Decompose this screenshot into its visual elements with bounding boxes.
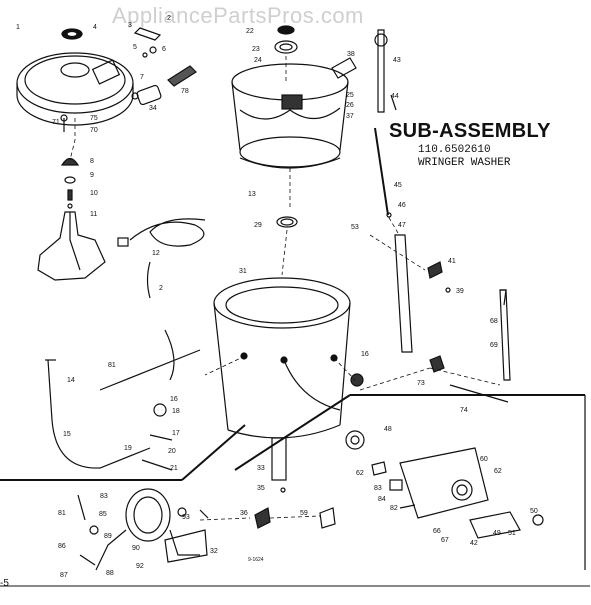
callout-4: 4 [93,24,97,31]
title-sub-assembly: SUB-ASSEMBLY [389,120,551,142]
callout-39: 39 [456,288,464,295]
callout-69: 69 [490,342,498,349]
callout-59: 59 [300,510,308,517]
callout-16: 16 [170,396,178,403]
callout-87: 87 [60,572,68,579]
callout-71: 71 [52,119,60,126]
callout-22: 22 [246,28,254,35]
callout-83: 83 [374,485,382,492]
callout-46: 46 [398,202,406,209]
callout-44: 44 [391,93,399,100]
callout-43: 43 [393,57,401,64]
callout-6: 6 [162,46,166,53]
callout-75: 75 [90,115,98,122]
small-code: 9-1624 [248,557,264,563]
callout-8: 8 [90,158,94,165]
callout-90: 90 [132,545,140,552]
callout-12: 12 [152,250,160,257]
callout-42: 42 [470,540,478,547]
callout-20: 20 [168,448,176,455]
callout-45: 45 [394,182,402,189]
callout-16: 16 [361,351,369,358]
callout-74: 74 [460,407,468,414]
callout-2: 2 [167,15,171,22]
callout-93: 93 [182,514,190,521]
callout-5: 5 [133,44,137,51]
callout-18: 18 [172,408,180,415]
callout-62: 62 [494,468,502,475]
callout-86: 86 [58,543,66,550]
callout-3: 3 [128,22,132,29]
callout-31: 31 [239,268,247,275]
callout-21: 21 [170,465,178,472]
callout-50: 50 [530,508,538,515]
callout-11: 11 [90,211,98,218]
callout-7: 7 [140,74,144,81]
callout-47: 47 [398,222,406,229]
callout-81: 81 [108,362,116,369]
tub-13 [231,63,349,169]
callout-68: 68 [490,318,498,325]
callout-62: 62 [356,470,364,477]
callout-51: 51 [508,530,516,537]
callout-35: 35 [257,485,265,492]
callout-88: 88 [106,570,114,577]
callout-26: 26 [346,102,354,109]
callout-2: 2 [159,285,163,292]
callout-25: 25 [346,92,354,99]
callout-32: 32 [210,548,218,555]
callout-66: 66 [433,528,441,535]
callout-23: 23 [252,46,260,53]
title-model-number: 110.6502610 [418,144,491,156]
motor-81 [95,488,200,571]
outer-tub-31 [213,277,351,439]
watermark: AppliancePartsPros.com [112,3,364,28]
page-number: -5 [0,578,9,589]
callout-9: 9 [90,172,94,179]
callout-83: 83 [100,493,108,500]
callout-49: 49 [493,530,501,537]
callout-85: 85 [99,511,107,518]
callout-29: 29 [254,222,262,229]
callout-19: 19 [124,445,132,452]
lid-assembly [16,28,134,126]
callout-89: 89 [104,533,112,540]
callout-70: 70 [90,127,98,134]
callout-81: 81 [58,510,66,517]
callout-67: 67 [441,537,449,544]
callout-34: 34 [149,105,157,112]
callout-33: 33 [257,465,265,472]
callout-73: 73 [417,380,425,387]
callout-15: 15 [63,431,71,438]
callout-41: 41 [448,258,456,265]
callout-10: 10 [90,190,98,197]
callout-13: 13 [248,191,256,198]
title-product-name: WRINGER WASHER [418,157,511,169]
callout-48: 48 [384,426,392,433]
callout-53: 53 [351,224,359,231]
callout-24: 24 [254,57,262,64]
callout-1: 1 [16,24,20,31]
callout-60: 60 [480,456,488,463]
callout-84: 84 [378,496,386,503]
callout-36: 36 [240,510,248,517]
callout-14: 14 [67,377,75,384]
callout-17: 17 [172,430,180,437]
callout-82: 82 [390,505,398,512]
callout-78: 78 [181,88,189,95]
callout-38: 38 [347,51,355,58]
callout-37: 37 [346,113,354,120]
callout-92: 92 [136,563,144,570]
